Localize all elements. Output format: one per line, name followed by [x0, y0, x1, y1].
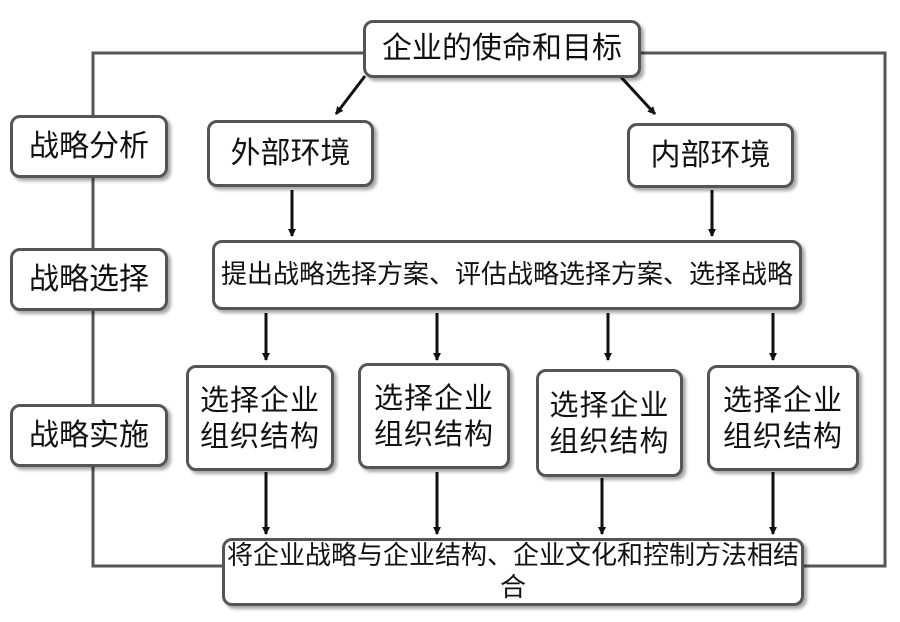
strategy-selection-box: 战略选择 [10, 248, 168, 311]
strategy-implementation-box: 战略实施 [10, 404, 168, 467]
external-environment-box: 外部环境 [207, 120, 374, 187]
mission-goals-box: 企业的使命和目标 [363, 20, 641, 78]
org-structure-box-2: 选择企业 组织结构 [358, 363, 510, 469]
arrow-top-to-external [334, 75, 367, 115]
feedback-loop-line-right [640, 51, 887, 568]
org-structure-box-3: 选择企业 组织结构 [536, 369, 683, 477]
internal-environment-box: 内部环境 [627, 123, 794, 188]
integration-box: 将企业战略与企业结构、企业文化和控制方法相结合 [222, 538, 804, 606]
org-structure-box-1: 选择企业 组织结构 [186, 365, 334, 471]
propose-evaluate-select-box: 提出战略选择方案、评估战略选择方案、选择战略 [212, 240, 802, 310]
arrow-top-to-internal [618, 74, 657, 116]
org-structure-box-4: 选择企业 组织结构 [707, 365, 859, 471]
strategy-analysis-box: 战略分析 [10, 115, 168, 178]
